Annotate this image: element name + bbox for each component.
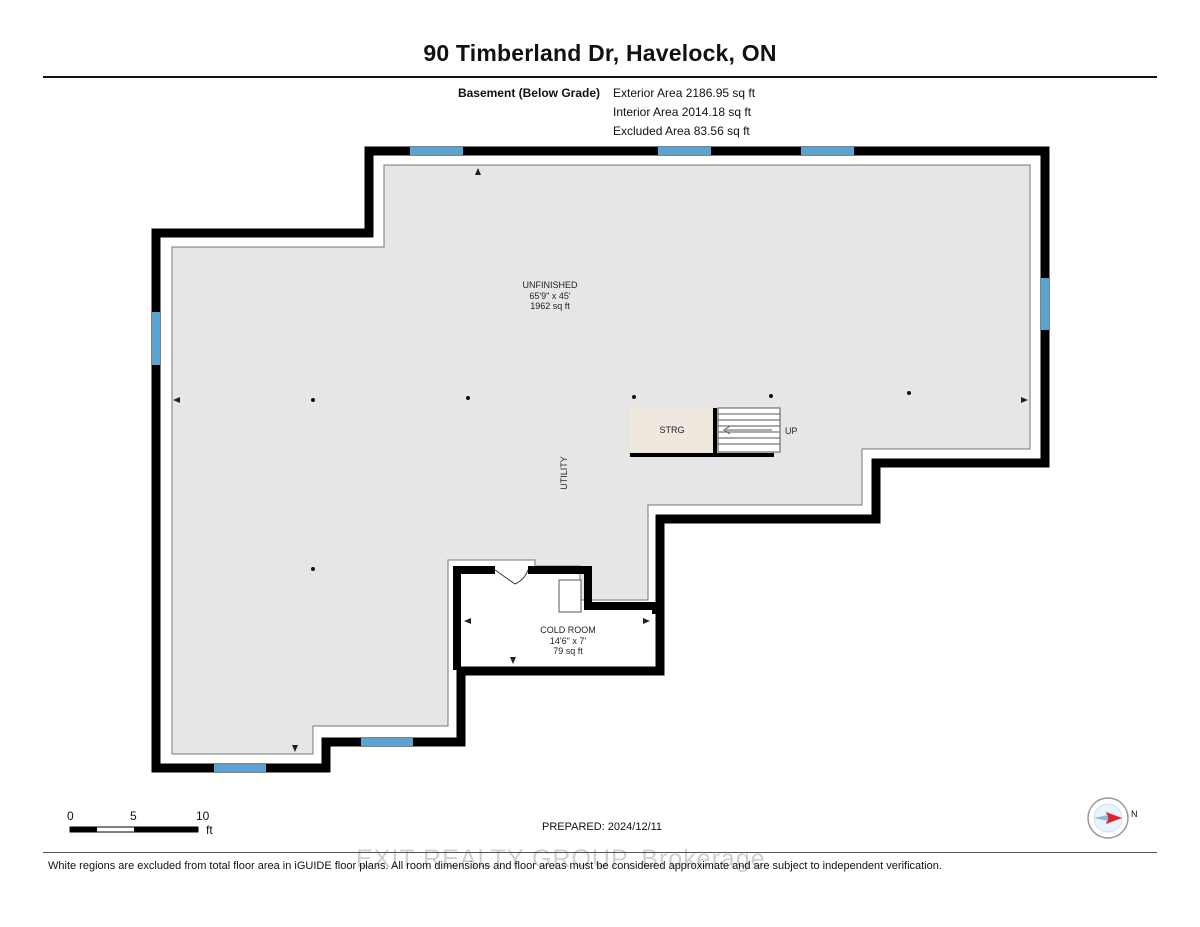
scale-label-0: 0 [67,809,74,823]
cold-room-nook [558,579,582,613]
scale-label-10: 10 [196,809,210,823]
excluded-area: Excluded Area 83.56 sq ft [613,124,750,138]
page-title: 90 Timberland Dr, Havelock, ON [423,40,777,66]
compass-north-label: N [1131,809,1138,819]
cold-room-wall [453,566,495,670]
watermark: EXIT REALTY GROUP, Brokerage [356,845,766,873]
windows [152,147,1049,772]
unfinished-label: UNFINISHED [522,280,578,290]
exterior-area: Exterior Area 2186.95 sq ft [613,86,756,100]
stairs [717,407,781,453]
compass-icon [1087,797,1129,839]
cold-room-door [494,569,529,585]
strg-label: STRG [659,425,684,435]
cold-room-wall [528,566,660,614]
exterior-wall [151,146,1050,773]
dimension-arrows [173,168,1028,752]
stairs-up-label: UP [785,426,798,436]
strg-room [630,408,713,455]
scale-unit: ft [206,823,213,837]
unfinished-dims: 65'9" x 45' [529,291,570,301]
utility-label: UTILITY [559,456,569,490]
unfinished-area: 1962 sq ft [530,301,570,311]
cold-room-floor [461,614,651,666]
interior-area: Interior Area 2014.18 sq ft [613,105,752,119]
scale-label-5: 5 [130,809,137,823]
floor-label: Basement (Below Grade) [457,86,600,100]
cold-room-dims: 14'6" x 7' [550,636,586,646]
cold-room-label: COLD ROOM [540,625,596,635]
footer-divider [43,852,1157,853]
prepared-date: PREPARED: 2024/12/11 [542,821,663,833]
support-columns [311,391,911,571]
footer-note: White regions are excluded from total fl… [48,860,942,872]
title-divider [43,76,1157,78]
cold-room-area: 79 sq ft [553,646,583,656]
